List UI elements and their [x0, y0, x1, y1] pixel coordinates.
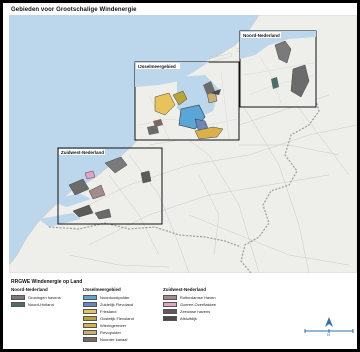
legend-item-label: Oostelijk Flevoland [100, 316, 134, 321]
wind-area-oostelijk-flevoland [172, 90, 188, 106]
inset-label: IJsselmeergebied [138, 64, 176, 69]
wind-area-wieringermeer [194, 126, 224, 140]
legend-item-label: Afsluitdijk [180, 316, 197, 321]
wind-area-zeeland [94, 208, 112, 220]
national-border-south [48, 222, 242, 248]
legend-swatch [163, 295, 177, 300]
legend-swatch [83, 302, 97, 307]
wind-area-groningen-havens [290, 64, 310, 98]
legend-item: Groningen havens [11, 294, 91, 301]
legend-item-label: Zeeuwse havens [180, 309, 211, 314]
wind-area-zeeuwse-havens [72, 204, 94, 218]
map-title: Gebieden voor Grootschalige Windenergie [11, 7, 137, 13]
legend-swatch [83, 323, 97, 328]
wind-area-moerdijk [140, 170, 152, 184]
legend-item: Noord-Holland [11, 301, 91, 308]
legend-item: Noorder kanaal [83, 336, 163, 343]
wind-area-rotterdamse-haven [88, 184, 106, 200]
inset-label: Noord-Nederland [243, 33, 280, 38]
legend-swatch [163, 309, 177, 314]
legend-item-label: Groningen havens [28, 295, 61, 300]
inset-noord-nederland: Noord-Nederland [239, 30, 317, 108]
wind-area-afsluitdijk [209, 89, 221, 95]
wind-area-groningen [274, 40, 292, 64]
wind-area-goeree [68, 178, 90, 196]
legend-item: Noordoostpolder [83, 294, 163, 301]
legend-swatch [163, 316, 177, 321]
north-arrow [325, 317, 333, 327]
wind-area [147, 125, 159, 135]
legend-column-ijsselmeer: IJsselmeergebied Noordoostpolder Zuideli… [83, 287, 163, 343]
legend-item-label: Flevopolder [100, 330, 121, 335]
legend-item-label: Zuidelijk Flevoland [100, 302, 134, 307]
legend-item-label: Noorder kanaal [100, 337, 128, 342]
estuary-water [39, 213, 81, 227]
legend-item: Friesland [83, 308, 163, 315]
north-label: N [327, 332, 330, 337]
legend-item-label: Goeree-Overflakkee [180, 302, 217, 307]
legend-item: Zeeuwse havens [163, 308, 243, 315]
legend-swatch [83, 295, 97, 300]
legend-heading: Zuidwest-Nederland [163, 287, 207, 292]
legend-heading: IJsselmeergebied [83, 287, 121, 292]
wind-area-rotterdam [104, 156, 128, 174]
wind-area-friesland [154, 92, 176, 116]
inset-zuidwest-nederland: Zuidwest-Nederland [57, 147, 163, 225]
legend-item: Wieringermeer [83, 322, 163, 329]
wind-area-goeree-overflakkee [84, 170, 96, 180]
legend-item: Flevopolder [83, 329, 163, 336]
legend-item: Zuidelijk Flevoland [83, 301, 163, 308]
legend-item-label: Noord-Holland [28, 302, 54, 307]
legend-item-label: Wieringermeer [100, 323, 127, 328]
legend-swatch [83, 309, 97, 314]
legend-item-label: Friesland [100, 309, 117, 314]
legend-item: Oostelijk Flevoland [83, 315, 163, 322]
estuary-water [49, 193, 91, 207]
legend-column-noord: Noord-Nederland Groningen havens Noord-H… [11, 287, 91, 308]
legend-swatch [83, 337, 97, 342]
legend-column-zuidwest: Zuidwest-Nederland Rotterdamse Haven Goe… [163, 287, 243, 322]
legend-item: Goeree-Overflakkee [163, 301, 243, 308]
netherlands-map: Noord-Nederland IJsselmeergebied [9, 15, 357, 273]
legend-item-label: Noordoostpolder [100, 295, 130, 300]
legend-item-label: Rotterdamse Haven [180, 295, 216, 300]
wadden-island [208, 52, 233, 63]
wind-area [203, 81, 215, 95]
legend-title: RRGWE Windenergie op Land [11, 279, 83, 285]
inset-label: Zuidwest-Nederland [61, 150, 104, 155]
legend-heading: Noord-Nederland [11, 287, 48, 292]
legend-item: Rotterdamse Haven [163, 294, 243, 301]
wind-area-noord [271, 77, 279, 89]
legend-swatch [11, 295, 25, 300]
north-arrow-icon: N [304, 317, 354, 337]
legend-item: Afsluitdijk [163, 315, 243, 322]
legend-swatch [163, 302, 177, 307]
wind-area-noorder-kanaal [153, 119, 163, 127]
legend-swatch [83, 316, 97, 321]
legend-swatch [11, 302, 25, 307]
legend-swatch [83, 330, 97, 335]
